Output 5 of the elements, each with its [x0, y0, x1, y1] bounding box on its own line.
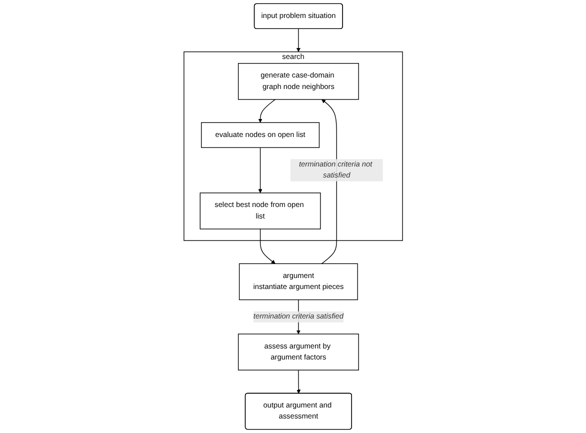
arrow	[258, 99, 276, 123]
arrow	[260, 228, 276, 264]
arrow	[258, 147, 262, 194]
arrow	[296, 28, 300, 52]
arrow	[296, 370, 300, 394]
